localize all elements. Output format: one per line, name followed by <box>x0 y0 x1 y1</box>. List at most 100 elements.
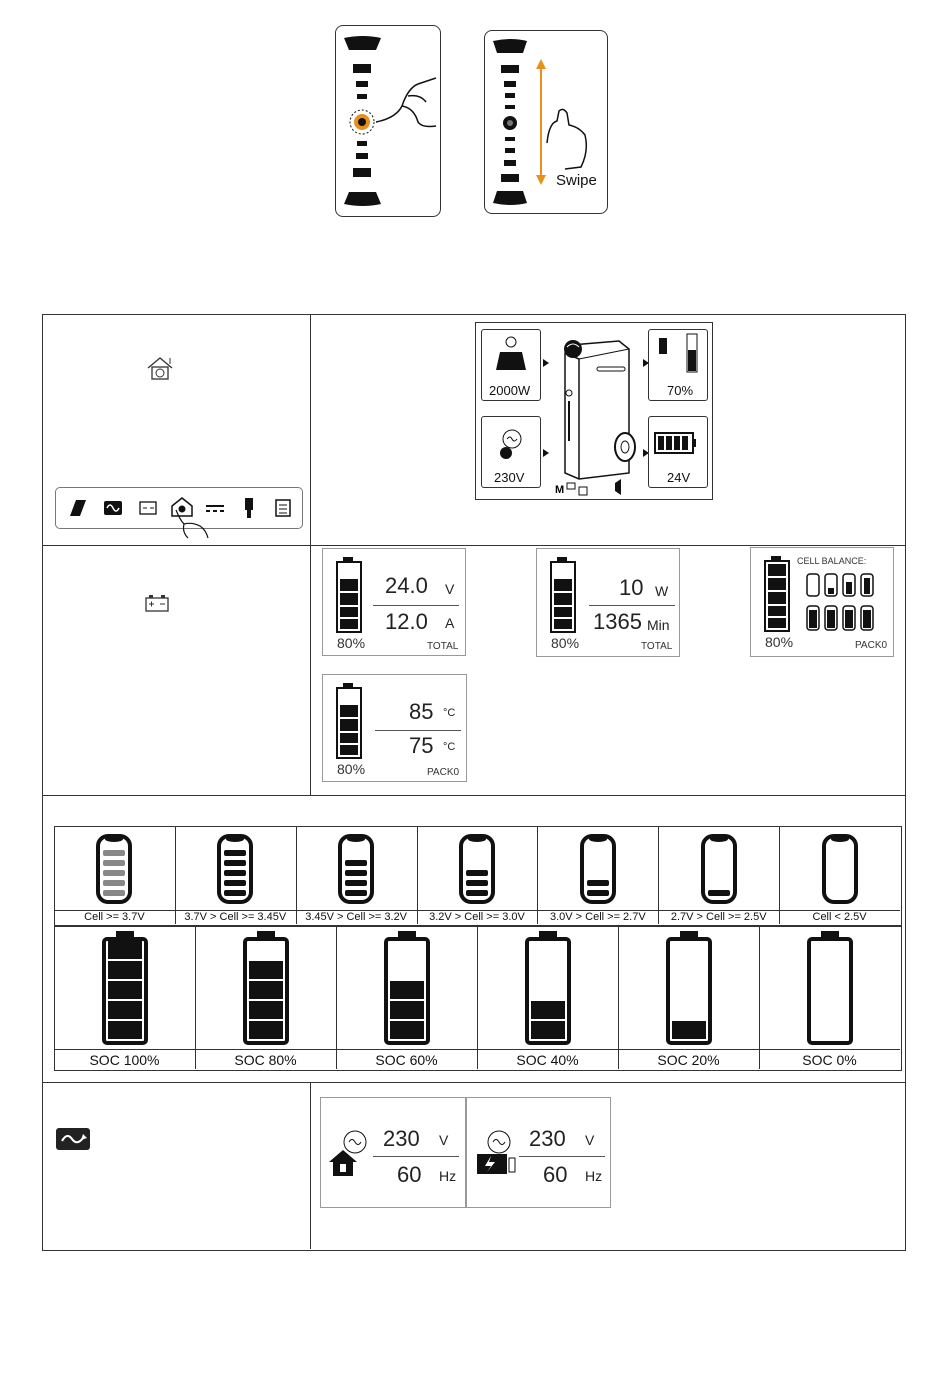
tap-hand-icon <box>170 508 218 545</box>
ac-plug-icon <box>500 429 522 459</box>
scope-tag: TOTAL <box>641 641 673 652</box>
ac-grid-screen: 230 V 60 Hz <box>320 1097 466 1208</box>
cell-level-label: 3.7V > Cell >= 3.45V <box>184 911 287 923</box>
ac-input-box: 230V <box>481 416 541 488</box>
temp2-value: 75 <box>409 733 434 758</box>
bulb-icon <box>245 498 253 518</box>
load-level-icon <box>659 333 698 373</box>
soc-level-bar <box>530 1021 565 1039</box>
soc-level-icon <box>806 931 853 1045</box>
cell-level-icon <box>821 834 858 904</box>
soc-level-bar <box>248 981 283 999</box>
ac-voltage-value: 230 <box>383 1126 420 1151</box>
gen-frequency-value: 60 <box>543 1162 568 1187</box>
cell-level-bar <box>345 880 368 886</box>
temp1-value: 85 <box>409 699 434 724</box>
solar-panel-icon <box>70 500 86 516</box>
home-settings-icon <box>146 356 174 385</box>
soc-level-bar <box>389 1021 424 1039</box>
log-icon <box>275 499 291 517</box>
temp2-unit: °C <box>443 741 456 753</box>
soc-level-icon <box>242 931 289 1045</box>
soc-level-bar <box>107 981 142 999</box>
battery-box: 24V <box>648 416 708 488</box>
load-box: 70% <box>648 329 708 401</box>
ac-wave-icon <box>104 501 122 515</box>
soc-percent: 80% <box>765 634 794 650</box>
scope-tag: TOTAL <box>427 641 459 652</box>
battery-level-icon <box>336 557 362 633</box>
soc-level-bar <box>107 961 142 979</box>
cell-level-bar <box>586 890 609 896</box>
pack-tag: PACK0 <box>855 640 888 651</box>
cell-level-icon <box>579 834 616 904</box>
ac-frequency-unit: Hz <box>439 1168 457 1184</box>
cell-icons <box>806 573 874 631</box>
gen-voltage-unit: V <box>585 1132 595 1148</box>
ac-menu-icon <box>56 1128 90 1155</box>
cell-level-bar <box>466 880 488 886</box>
cell-level-table <box>54 826 902 926</box>
cell-level-bar <box>103 880 126 886</box>
soc-level-bar <box>530 1001 565 1019</box>
battery-icon <box>139 501 157 515</box>
soc-level-label: SOC 100% <box>89 1052 160 1068</box>
dc-icon <box>206 505 224 512</box>
solar-panel-icon <box>496 336 526 370</box>
battery-full-icon <box>654 432 696 454</box>
soc-percent: 80% <box>337 635 366 651</box>
soc-level-bar <box>107 1021 142 1039</box>
soc-level-icon <box>524 931 571 1045</box>
soc-level-bar <box>389 1001 424 1019</box>
swipe-label: Swipe <box>556 172 597 189</box>
battery-voltage-screen: 80% 24.0 V 12.0 A TOTAL <box>322 548 466 656</box>
cell-level-bar <box>103 890 126 896</box>
solar-box: 2000W <box>481 329 541 401</box>
soc-level-label: SOC 20% <box>657 1052 720 1068</box>
swipe-knob-illustration <box>493 39 588 205</box>
cell-level-icon <box>338 834 375 904</box>
cell-level-bar <box>466 890 488 896</box>
cell-level-icon <box>96 834 133 904</box>
soc-level-table <box>54 926 902 1071</box>
svg-text:M: M <box>555 484 564 496</box>
cell-level-label: 3.0V > Cell >= 2.7V <box>549 911 646 923</box>
voltage-value: 24.0 <box>385 573 428 598</box>
soc-percent: 80% <box>337 761 366 777</box>
soc-level-bar <box>671 1021 706 1039</box>
tap-gesture-panel <box>335 25 441 217</box>
cell-level-bar <box>224 880 247 886</box>
load-value: 70% <box>667 383 694 398</box>
ac-voltage-unit: V <box>439 1132 449 1148</box>
ac-generator-screen: 230 V 60 Hz <box>466 1097 611 1208</box>
soc-level-bar <box>248 1001 283 1019</box>
soc-level-label: SOC 80% <box>234 1052 297 1068</box>
soc-level-label: SOC 60% <box>375 1052 438 1068</box>
ac-value: 230V <box>494 470 525 485</box>
soc-level-label: SOC 0% <box>802 1052 857 1068</box>
cell-level-bar <box>224 890 247 896</box>
current-value: 12.0 <box>385 609 428 634</box>
soc-percent: 80% <box>551 635 580 651</box>
solar-value: 2000W <box>489 383 531 398</box>
soc-level-label: SOC 40% <box>516 1052 579 1068</box>
cell-level-icon <box>459 834 495 904</box>
cell-level-label: Cell < 2.5V <box>812 911 867 923</box>
cell-level-bar <box>103 870 126 876</box>
battery-temperature-screen: 80% 85 °C 75 °C PACK0 <box>322 674 467 782</box>
cell-balance-screen: CELL BALANCE: 80% PACK0 <box>750 547 894 657</box>
cell-level-label: 2.7V > Cell >= 2.5V <box>670 911 767 923</box>
menu-icon-bar[interactable] <box>55 487 303 529</box>
soc-level-bar <box>389 981 424 999</box>
cell-level-bar <box>345 890 368 896</box>
cell-level-bar <box>345 870 368 876</box>
gen-voltage-value: 230 <box>529 1126 566 1151</box>
power-value: 10 <box>619 575 644 600</box>
cell-level-bar <box>224 850 247 856</box>
generator-ac-icon <box>477 1130 516 1174</box>
cell-level-bar <box>466 870 488 876</box>
cell-level-label: Cell >= 3.7V <box>84 911 145 923</box>
cell-level-bar <box>707 890 730 896</box>
cell-level-icon <box>700 834 737 904</box>
voltage-unit: V <box>445 581 455 597</box>
